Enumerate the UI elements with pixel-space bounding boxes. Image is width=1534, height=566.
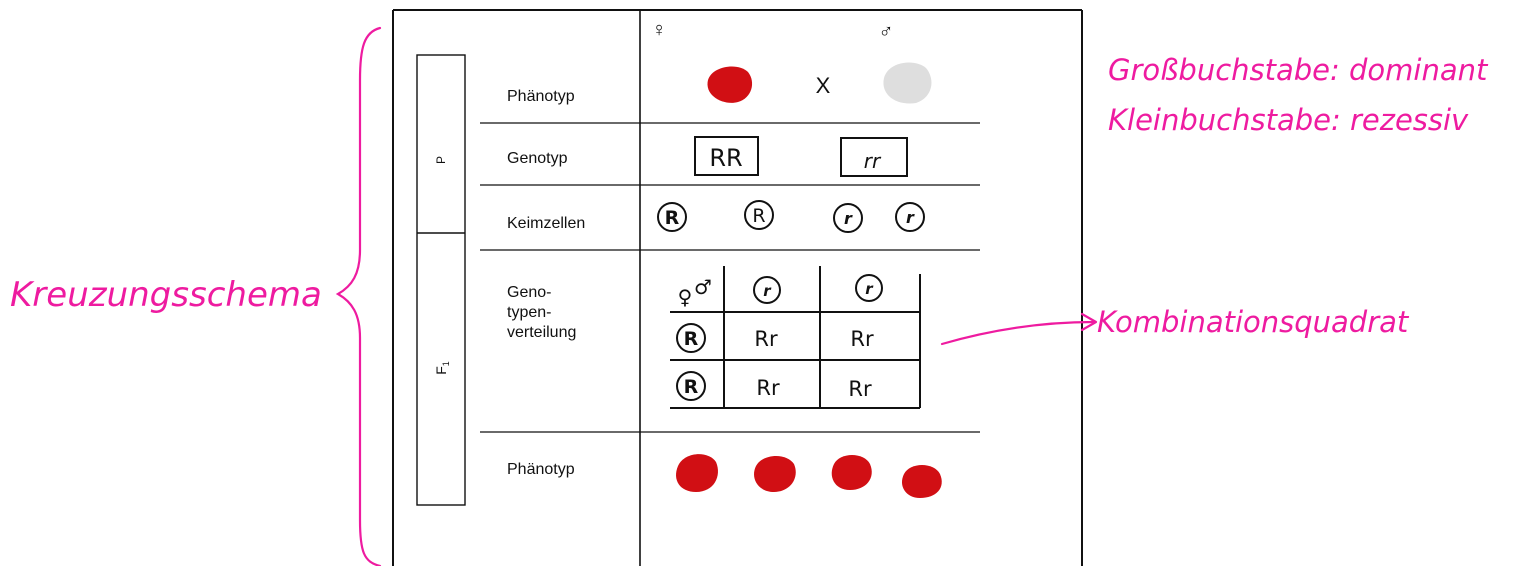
arrow-to-square xyxy=(940,312,1098,346)
punnett-col-header-1: r xyxy=(763,282,772,300)
gamete-father-2: r xyxy=(906,208,915,227)
row-label-gametes: Keimzellen xyxy=(507,215,585,232)
punnett-corner-male: ♂ xyxy=(694,275,712,299)
punnett-row-header-2: R xyxy=(684,376,699,398)
punnett-cell-1-1: Rr xyxy=(754,327,778,351)
gamete-mother-1: R xyxy=(665,207,680,229)
punnett-corner-female: ♀ xyxy=(678,285,693,309)
row-labels: Phänotyp Genotyp Keimzellen Geno- typen-… xyxy=(507,88,585,478)
punnett-row-header-1: R xyxy=(684,328,699,350)
red-pea-mother xyxy=(707,66,753,103)
red-pea-offspring-3 xyxy=(831,455,872,490)
generation-f1-label: F1 xyxy=(433,361,451,375)
female-symbol: ♀ xyxy=(652,19,667,41)
row-label-distribution-2: typen- xyxy=(507,304,551,321)
punnett-col-header-2: r xyxy=(865,280,874,298)
red-pea-offspring-1 xyxy=(676,454,718,492)
scheme-label: Kreuzungsschema xyxy=(10,275,322,315)
punnett-cell-1-2: Rr xyxy=(850,327,874,351)
offspring-phenotypes xyxy=(676,454,942,498)
gamete-father-1: r xyxy=(844,209,853,228)
row-separators xyxy=(480,122,980,433)
gametes: R R r r xyxy=(657,200,925,233)
row-label-phenotype-f1: Phänotyp xyxy=(507,461,575,478)
generation-column: P F1 xyxy=(416,54,466,506)
genotype-mother: RR xyxy=(709,144,742,172)
cross-sign: X xyxy=(816,73,831,98)
scheme-brace xyxy=(335,26,382,566)
generation-p-label: P xyxy=(434,156,448,164)
red-pea-offspring-2 xyxy=(754,455,796,492)
row-label-distribution-1: Geno- xyxy=(507,284,551,301)
punnett-square: ♀ ♂ r r R R Rr Rr Rr Rr xyxy=(670,266,921,409)
male-symbol: ♂ xyxy=(879,21,894,43)
gamete-mother-2: R xyxy=(752,205,765,227)
row-label-genotype: Genotyp xyxy=(507,150,568,167)
row-label-phenotype-p: Phänotyp xyxy=(507,88,575,105)
square-label: Kombinationsquadrat xyxy=(1097,305,1410,339)
genotype-father: rr xyxy=(864,149,882,173)
scheme-frame xyxy=(392,9,1083,566)
punnett-cell-2-1: Rr xyxy=(756,376,780,400)
red-pea-offspring-4 xyxy=(901,465,942,498)
note-recessive: Kleinbuchstabe: rezessiv xyxy=(1108,103,1469,137)
row-label-distribution-3: verteilung xyxy=(507,324,576,341)
punnett-cell-2-2: Rr xyxy=(848,377,872,401)
note-dominant: Großbuchstabe: dominant xyxy=(1108,53,1489,87)
genotype-boxes: RR rr xyxy=(694,136,908,177)
parent-phenotypes: X xyxy=(707,62,932,104)
grey-pea-father xyxy=(883,62,932,104)
svg-text:F1: F1 xyxy=(433,361,451,375)
